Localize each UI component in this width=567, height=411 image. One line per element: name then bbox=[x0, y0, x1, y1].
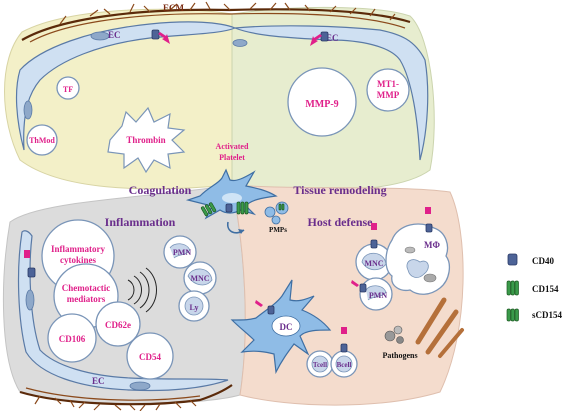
pathogens-illustration bbox=[384, 297, 464, 358]
cd40-receptor-ec-right bbox=[320, 31, 329, 42]
mnc-left-label: MNC bbox=[190, 274, 209, 283]
pink-arrow-ec-top-left bbox=[158, 32, 170, 44]
pink-arrow-dc bbox=[255, 300, 263, 307]
cd54-label: CD54 bbox=[139, 352, 161, 362]
tissue-remodeling-title: Tissue remodeling bbox=[293, 183, 386, 197]
pink-arrow-mnc bbox=[371, 223, 377, 235]
ec-label-top-left: EC bbox=[108, 30, 121, 40]
endothelium-top-left bbox=[15, 21, 237, 151]
chemotaxis-waves bbox=[127, 267, 157, 313]
cd40-receptor-platelet bbox=[225, 203, 233, 213]
pmn-right-label: PMN bbox=[369, 291, 387, 300]
legend-scd154-label: sCD154 bbox=[532, 310, 563, 320]
thrombin-label: Thrombin bbox=[126, 135, 165, 145]
tf-label: TF bbox=[63, 85, 73, 94]
cd106-circle bbox=[47, 313, 97, 363]
cd40-receptor-dc bbox=[267, 305, 275, 315]
legend-cd154-label: CD154 bbox=[532, 284, 559, 294]
ecm-fibers-bottom bbox=[19, 384, 233, 411]
scd154-released-left bbox=[200, 202, 217, 217]
pmn-left-label: PMN bbox=[173, 248, 191, 257]
legend-cd40-label: CD40 bbox=[532, 256, 554, 266]
pink-arrow-macrophage bbox=[425, 207, 431, 219]
cd154-on-platelet bbox=[236, 201, 249, 215]
mmp9-label: MMP-9 bbox=[305, 99, 338, 110]
coagulation-title: Coagulation bbox=[129, 183, 192, 197]
cd40-receptor-ec-bottom bbox=[27, 267, 36, 278]
legend: CD40 CD154 sCD154 bbox=[506, 253, 563, 322]
mt1mmp-circle bbox=[366, 68, 410, 112]
pmps-cluster bbox=[264, 201, 289, 225]
thmod-circle bbox=[26, 124, 58, 156]
cd54-circle bbox=[126, 332, 174, 380]
cd106-label: CD106 bbox=[59, 334, 86, 344]
cycle-arrowhead bbox=[238, 229, 244, 234]
legend-cd154-symbol bbox=[506, 280, 519, 296]
dc-label: DC bbox=[280, 322, 293, 332]
ecm-label: ECM bbox=[163, 3, 185, 13]
inflammation-title: Inflammation bbox=[105, 215, 176, 229]
legend-scd154-symbol bbox=[506, 308, 519, 322]
mt1mmp-label-line2: MMP bbox=[377, 90, 400, 100]
cd62e-circle bbox=[95, 301, 141, 347]
pink-arrow-bcell bbox=[341, 327, 347, 339]
cd40-receptor-mnc bbox=[370, 239, 378, 249]
macrophage-cell bbox=[385, 223, 451, 295]
pink-arrow-ec-top-right bbox=[310, 34, 322, 46]
macrophage-label: MΦ bbox=[424, 240, 440, 250]
mnc-right-label: MNC bbox=[364, 259, 383, 268]
ly-label: Ly bbox=[190, 303, 199, 312]
cd40-receptor-bcell bbox=[340, 343, 348, 353]
legend-cd40-symbol bbox=[507, 253, 518, 266]
cd62e-label: CD62e bbox=[105, 320, 131, 330]
thmod-label: ThMod bbox=[29, 136, 55, 145]
activated-platelet-label-line2: Platelet bbox=[219, 153, 245, 162]
mmp9-circle bbox=[287, 67, 357, 137]
cd40-receptor-macrophage bbox=[425, 223, 433, 233]
chemotactic-mediators-label-line1: Chemotactic bbox=[62, 283, 110, 293]
ecm-fibers-top bbox=[21, 1, 411, 43]
inflammatory-cytokines-label-line1: Inflammatory bbox=[51, 244, 105, 254]
ec-label-top-right: EC bbox=[326, 33, 339, 43]
cd40-receptor-pmn bbox=[359, 283, 367, 293]
pathogens-label: Pathogens bbox=[382, 351, 417, 360]
cd40-receptor-ec bbox=[151, 29, 160, 40]
ec-label-bottom: EC bbox=[92, 376, 105, 386]
pink-arrow-ec-bottom bbox=[24, 250, 30, 264]
pink-arrow-pmn bbox=[351, 280, 359, 287]
activated-platelet-label-line1: Activated bbox=[216, 142, 249, 151]
endothelium-top-right bbox=[232, 25, 429, 161]
host-defense-title: Host defense bbox=[308, 215, 374, 229]
tf-circle bbox=[56, 76, 80, 100]
chemotactic-mediators-label-line2: mediators bbox=[67, 294, 106, 304]
bcell-label: Bcell bbox=[337, 361, 352, 369]
mt1mmp-label-line1: MT1- bbox=[377, 79, 399, 89]
tcell-label: Tcell bbox=[313, 361, 327, 369]
inflammatory-cytokines-label-line2: cytokines bbox=[60, 255, 96, 265]
pmps-label: PMPs bbox=[269, 226, 287, 234]
thrombin-burst bbox=[107, 106, 186, 174]
